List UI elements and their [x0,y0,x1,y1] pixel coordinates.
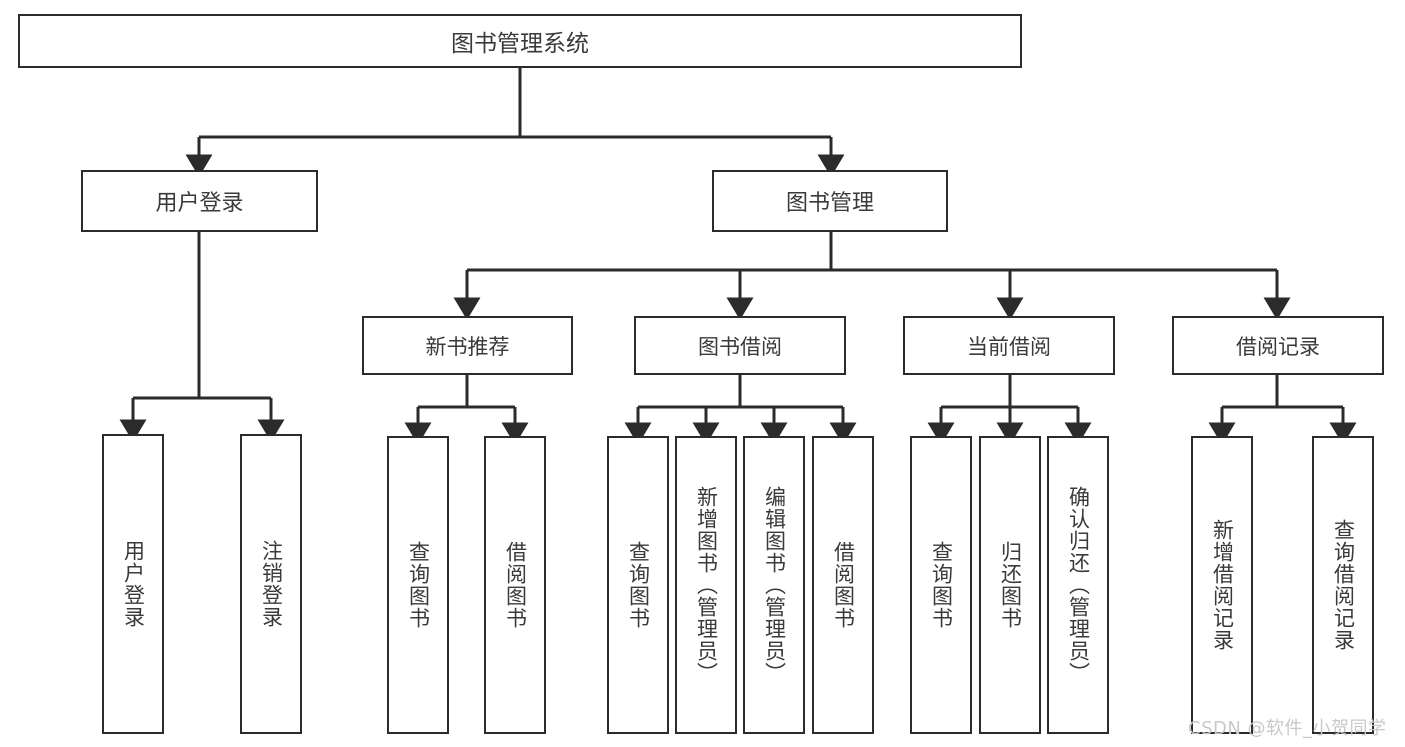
leaf-borrow-add-book-admin[interactable]: 新增图书（管理员） [675,436,737,734]
node-label: 新书推荐 [425,334,510,359]
node-label: 查询借阅记录 [1331,519,1356,651]
node-label: 归还图书 [998,541,1023,629]
leaf-records-add-record[interactable]: 新增借阅记录 [1191,436,1253,734]
node-label: 新增借阅记录 [1210,519,1235,651]
leaf-borrow-query-book[interactable]: 查询图书 [607,436,669,734]
leaf-records-query-record[interactable]: 查询借阅记录 [1312,436,1374,734]
node-label: 图书管理系统 [451,31,589,57]
node-label: 确认归还（管理员） [1066,486,1091,684]
node-label: 当前借阅 [967,334,1051,359]
node-label: 借阅记录 [1236,334,1320,359]
leaf-borrow-borrow-book[interactable]: 借阅图书 [812,436,874,734]
leaf-current-query-book[interactable]: 查询图书 [910,436,972,734]
node-book-management[interactable]: 图书管理 [712,170,948,232]
node-current-borrow[interactable]: 当前借阅 [903,316,1115,375]
node-label: 借阅图书 [503,541,528,629]
leaf-user-login-login[interactable]: 用户登录 [102,434,164,734]
node-label: 用户登录 [155,191,244,216]
node-label: 图书管理 [785,191,874,216]
leaf-recommend-query-book[interactable]: 查询图书 [387,436,449,734]
node-book-borrow[interactable]: 图书借阅 [634,316,846,375]
leaf-borrow-edit-book-admin[interactable]: 编辑图书（管理员） [743,436,805,734]
node-label: 新增图书（管理员） [694,486,719,684]
node-new-book-recommend[interactable]: 新书推荐 [362,316,573,375]
leaf-current-return-book[interactable]: 归还图书 [979,436,1041,734]
watermark: CSDN @软件_小贺同学 [1188,718,1387,739]
leaf-current-confirm-return-admin[interactable]: 确认归还（管理员） [1047,436,1109,734]
node-label: 查询图书 [626,541,651,629]
node-label: 查询图书 [929,541,954,629]
leaf-user-login-logout[interactable]: 注销登录 [240,434,302,734]
node-borrow-records[interactable]: 借阅记录 [1172,316,1384,375]
node-root-system[interactable]: 图书管理系统 [18,14,1022,68]
node-user-login[interactable]: 用户登录 [81,170,318,232]
node-label: 查询图书 [406,541,431,629]
node-label: 图书借阅 [698,334,782,359]
node-label: 借阅图书 [831,541,856,629]
leaf-recommend-borrow-book[interactable]: 借阅图书 [484,436,546,734]
node-label: 用户登录 [121,540,146,628]
node-label: 编辑图书（管理员） [762,486,787,684]
node-label: 注销登录 [259,540,284,628]
